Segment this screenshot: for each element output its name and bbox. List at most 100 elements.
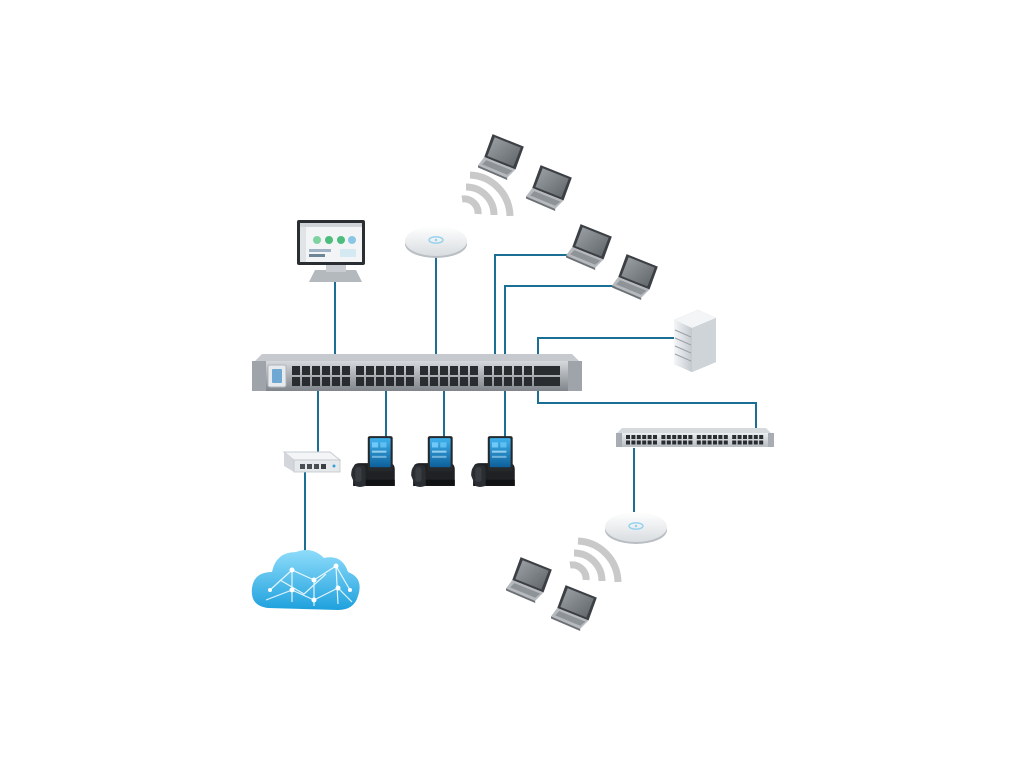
switch-port bbox=[332, 366, 340, 375]
switch-port bbox=[708, 441, 712, 445]
switch-port bbox=[524, 366, 532, 375]
cloud-icon bbox=[252, 550, 360, 610]
switch-port bbox=[450, 377, 458, 386]
laptop-icon bbox=[478, 134, 524, 180]
switch-port bbox=[661, 441, 665, 445]
switch-port bbox=[732, 441, 736, 445]
switch-port bbox=[484, 377, 492, 386]
switch-port bbox=[302, 377, 310, 386]
switch-port bbox=[366, 366, 374, 375]
cable-links bbox=[305, 254, 756, 556]
switch-port bbox=[724, 441, 728, 445]
switch-port bbox=[738, 435, 742, 439]
switch-port bbox=[648, 441, 652, 445]
switch-port bbox=[718, 435, 722, 439]
switch-port bbox=[661, 435, 665, 439]
switch-port bbox=[494, 366, 502, 375]
switch-port bbox=[626, 435, 630, 439]
laptop-icon bbox=[566, 224, 612, 270]
switch-port bbox=[420, 366, 428, 375]
switch-port bbox=[738, 441, 742, 445]
switch-port bbox=[708, 435, 712, 439]
switch-port bbox=[637, 435, 641, 439]
switch-port bbox=[688, 441, 692, 445]
switch-port bbox=[743, 441, 747, 445]
switch-port bbox=[494, 377, 502, 386]
wifi-signal-icon bbox=[462, 175, 510, 216]
laptop-icon bbox=[612, 254, 658, 300]
switch-port bbox=[406, 366, 414, 375]
switch-port bbox=[430, 366, 438, 375]
switch-port bbox=[356, 377, 364, 386]
switch-port bbox=[514, 366, 522, 375]
switch-port bbox=[642, 441, 646, 445]
switch-port bbox=[697, 441, 701, 445]
switch-port bbox=[322, 366, 330, 375]
switch-port bbox=[470, 366, 478, 375]
switch-port bbox=[460, 377, 468, 386]
switch-port bbox=[648, 435, 652, 439]
switch-port bbox=[430, 377, 438, 386]
switch-port bbox=[718, 441, 722, 445]
switch-port bbox=[678, 435, 682, 439]
switch-port bbox=[667, 435, 671, 439]
switch-port bbox=[460, 366, 468, 375]
switch-port bbox=[688, 435, 692, 439]
switch-port bbox=[702, 441, 706, 445]
laptop-icon bbox=[526, 165, 572, 211]
switch-port bbox=[759, 435, 763, 439]
switch-port bbox=[396, 366, 404, 375]
switch-port bbox=[386, 377, 394, 386]
switch-port bbox=[440, 377, 448, 386]
switch-port bbox=[504, 366, 512, 375]
switch-port bbox=[697, 435, 701, 439]
switch-port bbox=[713, 435, 717, 439]
switch-port bbox=[376, 366, 384, 375]
switch-port bbox=[440, 366, 448, 375]
ip-phone-icon bbox=[411, 436, 455, 487]
switch-port bbox=[748, 441, 752, 445]
switch-port bbox=[312, 366, 320, 375]
switch-port bbox=[631, 441, 635, 445]
ceiling-access-point-icon bbox=[405, 226, 467, 258]
switch-port bbox=[653, 435, 657, 439]
switch-port bbox=[743, 435, 747, 439]
switch-port bbox=[754, 435, 758, 439]
desktop-monitor-icon bbox=[297, 220, 365, 282]
wifi-signal-icon bbox=[570, 541, 618, 582]
switch-port bbox=[450, 366, 458, 375]
switch-port bbox=[732, 435, 736, 439]
switch-port bbox=[667, 441, 671, 445]
switch-port bbox=[302, 366, 310, 375]
laptop-icon bbox=[551, 585, 597, 631]
ceiling-access-point-icon bbox=[605, 512, 667, 544]
switch-port bbox=[292, 366, 300, 375]
switch-port bbox=[406, 377, 414, 386]
switch-port bbox=[322, 377, 330, 386]
switch-port bbox=[504, 377, 512, 386]
switch-port bbox=[420, 377, 428, 386]
switch-port bbox=[631, 435, 635, 439]
switch-port bbox=[683, 441, 687, 445]
switch-port bbox=[642, 435, 646, 439]
ip-phone-icon bbox=[471, 436, 515, 487]
switch-port bbox=[626, 441, 630, 445]
secondary-switch bbox=[616, 428, 774, 447]
switch-port bbox=[724, 435, 728, 439]
switch-port bbox=[484, 366, 492, 375]
switch-port bbox=[292, 377, 300, 386]
router-icon bbox=[284, 452, 340, 472]
switch-port bbox=[637, 441, 641, 445]
switch-port bbox=[386, 366, 394, 375]
switch-port bbox=[312, 377, 320, 386]
switch-port bbox=[470, 377, 478, 386]
switch-port bbox=[653, 441, 657, 445]
switch-port bbox=[366, 377, 374, 386]
switch-port bbox=[672, 435, 676, 439]
switch-port bbox=[514, 377, 522, 386]
server-tower-icon bbox=[674, 310, 716, 372]
main-switch bbox=[252, 354, 582, 391]
switch-port bbox=[376, 377, 384, 386]
switch-port bbox=[713, 441, 717, 445]
